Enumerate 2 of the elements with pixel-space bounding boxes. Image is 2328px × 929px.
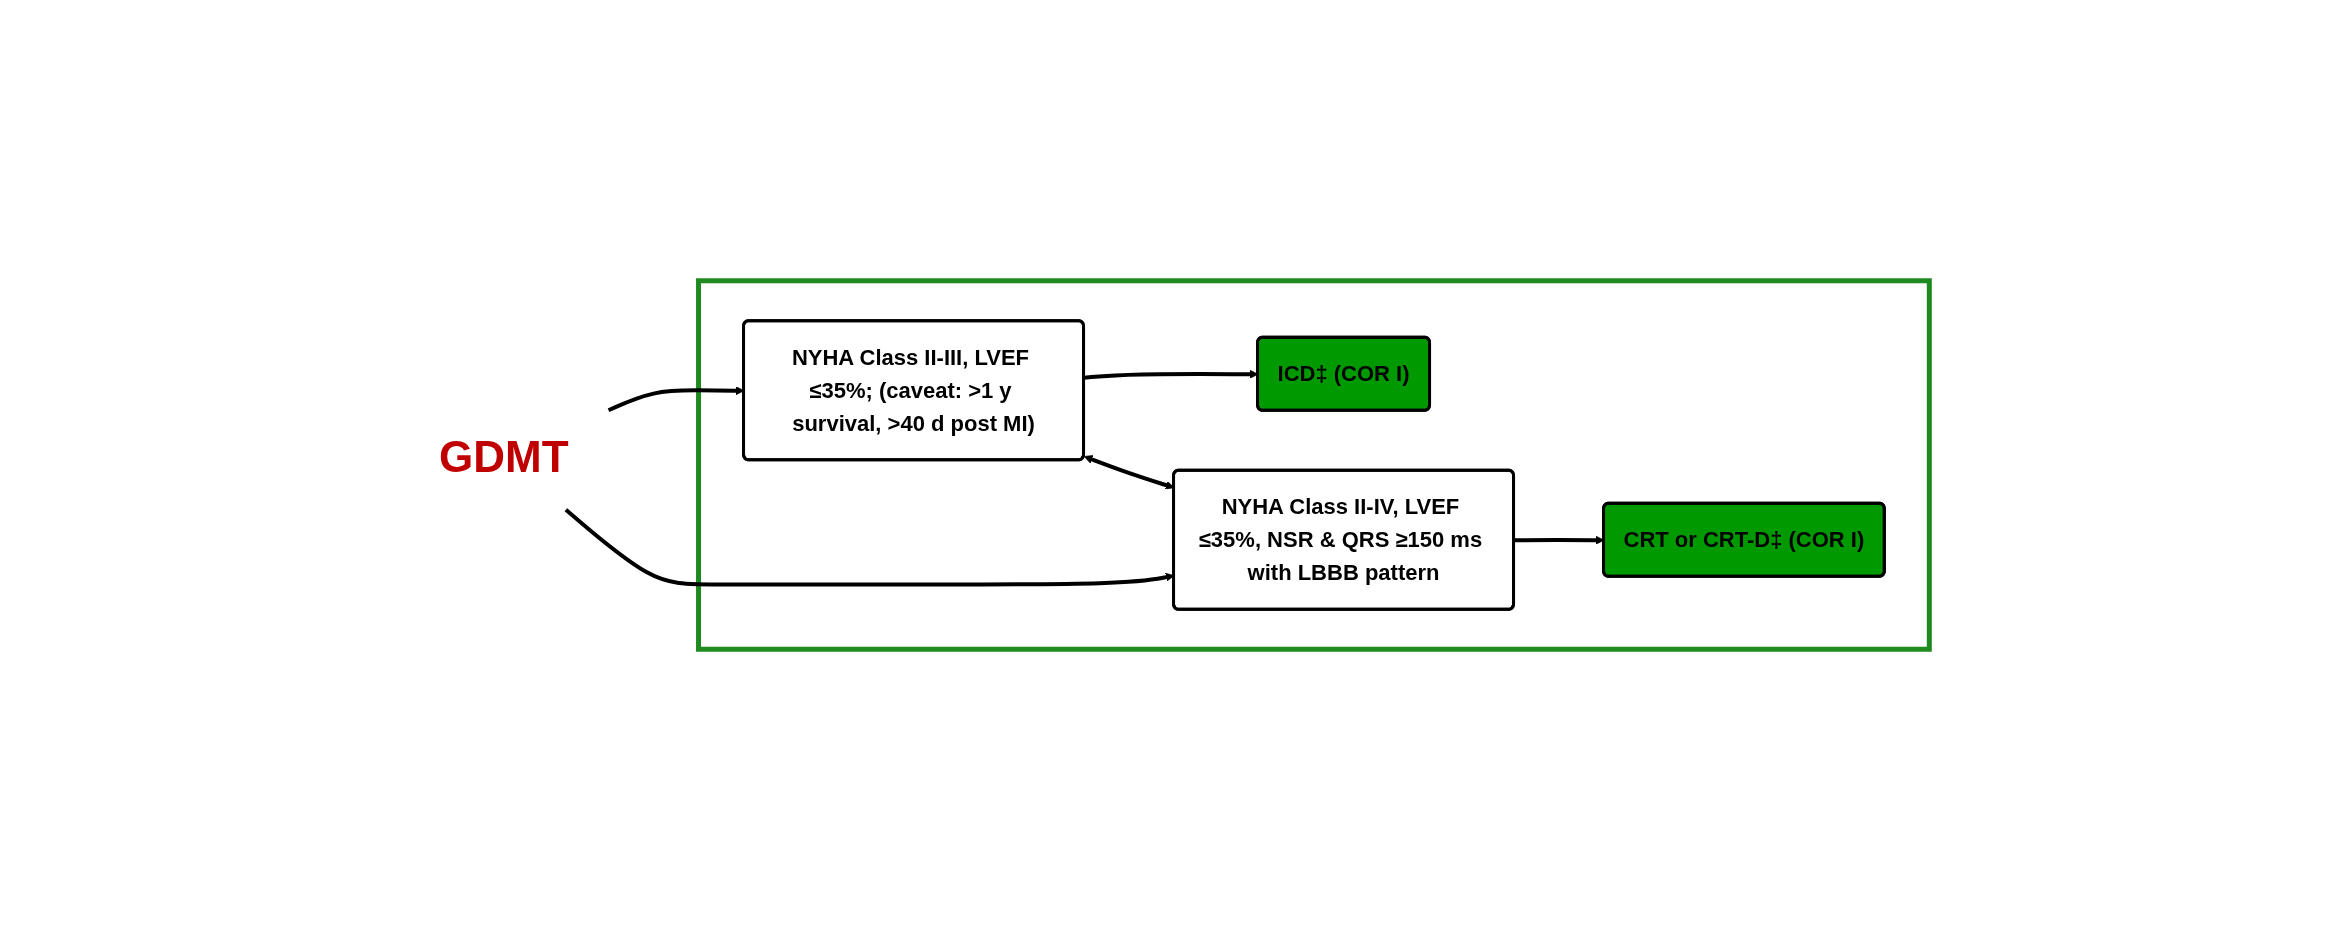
node-text: GDMT — [438, 431, 569, 481]
cluster — [695, 277, 1932, 652]
